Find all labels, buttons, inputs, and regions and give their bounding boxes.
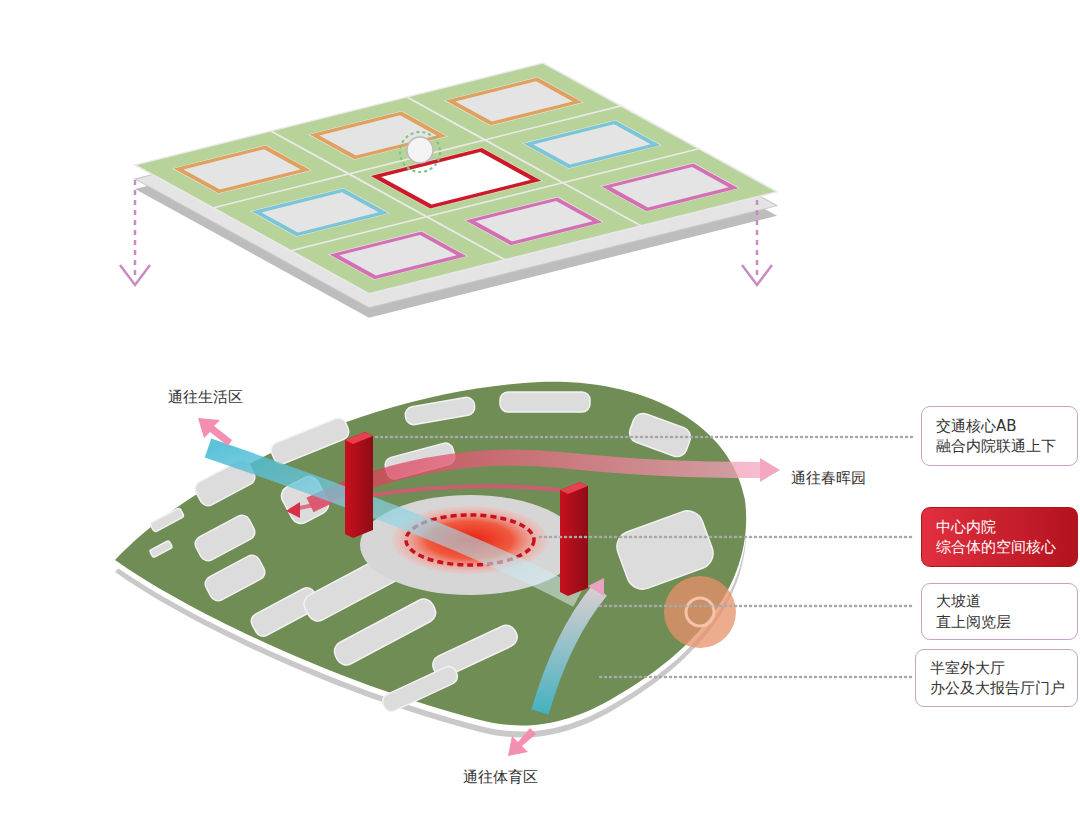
callout-text: 半室外大厅 办公及大报告厅门户 xyxy=(930,658,1065,699)
callout-text: 中心内院 综合体的空间核心 xyxy=(936,517,1056,558)
callout-box: 中心内院 综合体的空间核心 xyxy=(921,507,1078,567)
callout-text: 大坡道 直上阅览层 xyxy=(936,591,1011,632)
ground-floor-site-plan xyxy=(115,382,914,756)
callout-text: 交通核心AB 融合内院联通上下 xyxy=(936,416,1056,457)
upper-floor-axonometric xyxy=(120,63,777,318)
callout-box: 半室外大厅 办公及大报告厅门户 xyxy=(915,649,1078,707)
callout-box: 大坡道 直上阅览层 xyxy=(921,583,1078,640)
callout-box: 交通核心AB 融合内院联通上下 xyxy=(921,406,1078,466)
direction-label: 通往生活区 xyxy=(166,388,245,407)
direction-label: 通往体育区 xyxy=(461,768,540,787)
direction-label: 通往春晖园 xyxy=(789,469,868,488)
